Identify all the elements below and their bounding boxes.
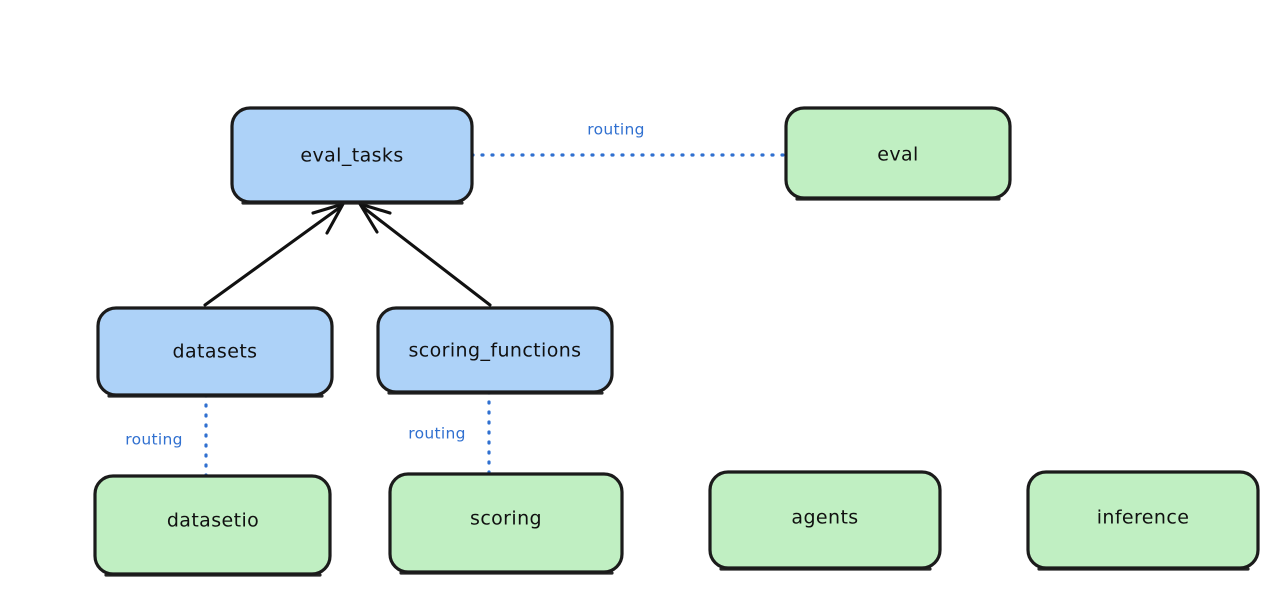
node-agents[interactable]: agents	[708, 470, 942, 571]
node-agents-label: agents	[791, 507, 858, 529]
node-datasetio-label: datasetio	[167, 510, 259, 532]
node-eval-box	[784, 106, 1012, 200]
node-eval_tasks-label: eval_tasks	[300, 145, 403, 167]
node-eval_tasks-box	[230, 106, 474, 204]
edge-agents-to-eval-path	[827, 212, 886, 468]
node-eval[interactable]: eval	[784, 106, 1012, 201]
edge-layer	[203, 80, 1138, 479]
node-eval_tasks[interactable]: eval_tasks	[230, 106, 474, 205]
node-inference-label: inference	[1097, 507, 1190, 529]
node-inference[interactable]: inference	[1026, 470, 1260, 571]
node-scoring_functions[interactable]: scoring_functions	[376, 306, 614, 395]
node-scoring-box	[388, 472, 624, 574]
edge-datasetio-to-eval-arrowhead	[868, 80, 892, 106]
routing-label-eval: routing	[587, 121, 645, 139]
edge-inference-to-eval	[909, 204, 1138, 468]
edge-scoring-to-eval-arrowhead	[846, 203, 866, 226]
node-scoring_functions-box	[376, 306, 614, 394]
edge-inference-to-eval-arrowhead	[909, 204, 934, 228]
edge-inference-to-eval-path	[915, 213, 1138, 468]
edge-agents-to-eval-arrowhead	[877, 202, 897, 228]
edge-scoring_functions-to-eval_tasks	[358, 202, 492, 307]
edge-label-layer: routing routing routing	[125, 121, 645, 449]
node-scoring[interactable]: scoring	[388, 472, 624, 575]
node-inference-box	[1026, 470, 1260, 570]
node-datasets[interactable]: datasets	[96, 306, 334, 398]
node-datasets-box	[96, 306, 334, 397]
edge-datasets-to-eval_tasks-path	[203, 206, 341, 307]
routing-label-datasetio: routing	[125, 431, 183, 449]
edge-datasets-to-eval_tasks	[203, 202, 345, 307]
node-scoring_functions-label: scoring_functions	[409, 340, 582, 362]
edge-scoring_functions-to-eval_tasks-path	[362, 206, 492, 307]
node-datasetio[interactable]: datasetio	[93, 474, 332, 577]
node-scoring-label: scoring	[470, 508, 542, 530]
node-datasetio-box	[93, 474, 332, 576]
node-datasets-label: datasets	[173, 341, 258, 363]
routing-label-scoring: routing	[408, 425, 466, 443]
node-eval-label: eval	[877, 144, 918, 166]
node-agents-box	[708, 470, 942, 570]
edge-agents-to-eval	[827, 202, 897, 468]
node-layer: eval_tasks eval datasets scoring_functio…	[93, 106, 1260, 577]
